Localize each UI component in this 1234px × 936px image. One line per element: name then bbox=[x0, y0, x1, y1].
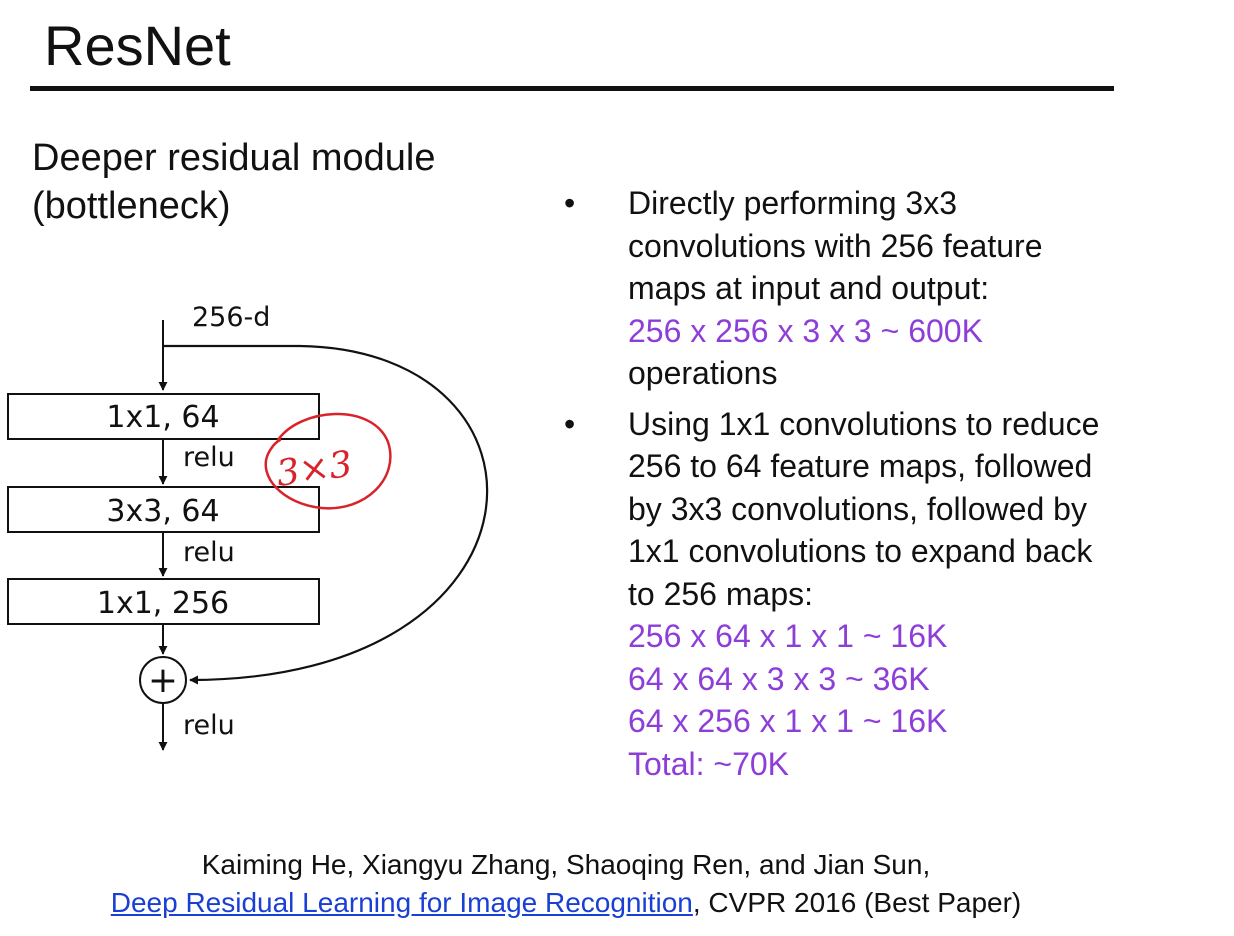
bottleneck-diagram: 256-d 1x1, 64 relu 3x3, 64 relu 1x1, 256… bbox=[7, 302, 488, 751]
bullet-computation-line: 256 x 256 x 3 x 3 ~ 600K bbox=[628, 312, 983, 349]
layer-box-label: 1x1, 256 bbox=[97, 586, 229, 621]
bullet-item: • Directly performing 3x3 convolutions w… bbox=[560, 182, 1200, 395]
bullet-text-line: 256 to 64 feature maps, followed bbox=[628, 448, 1093, 484]
citation: Kaiming He, Xiangyu Zhang, Shaoqing Ren,… bbox=[0, 846, 1132, 922]
layer-box: 3x3, 64 bbox=[7, 486, 320, 533]
bullet-item: • Using 1x1 convolutions to reduce 256 t… bbox=[560, 403, 1200, 786]
title-underline bbox=[30, 86, 1114, 91]
paper-link[interactable]: Deep Residual Learning for Image Recogni… bbox=[110, 887, 693, 918]
bullet-computation-line: Total: ~70K bbox=[628, 745, 789, 782]
handwritten-annotation: 3×3 bbox=[264, 412, 392, 510]
bullet-text-line: Using 1x1 convolutions to reduce bbox=[628, 405, 1100, 442]
skip-connection-arrow bbox=[163, 344, 488, 685]
subtitle-line: Deeper residual module bbox=[32, 137, 436, 179]
annotation-circle bbox=[264, 412, 392, 510]
bullet-text-line: Directly performing 3x3 bbox=[628, 185, 957, 221]
bullet-computation-line: 64 x 64 x 3 x 3 ~ 36K bbox=[628, 660, 930, 697]
layer-box-label: 3x3, 64 bbox=[106, 494, 219, 529]
layer-box: 1x1, 256 bbox=[7, 578, 320, 625]
citation-venue: , CVPR 2016 (Best Paper) bbox=[692, 887, 1022, 918]
relu-label: relu bbox=[183, 537, 235, 568]
annotation-text: 3×3 bbox=[274, 444, 355, 495]
bullet-text-line: maps at input and output: bbox=[628, 270, 990, 306]
bullet-dot-icon: • bbox=[564, 405, 576, 442]
input-dim-label: 256-d bbox=[192, 302, 270, 333]
subtitle-line: (bottleneck) bbox=[32, 185, 231, 227]
bullet-text-line: 1x1 convolutions to expand back bbox=[628, 533, 1093, 569]
layer-box-outline bbox=[7, 578, 320, 625]
layer-box-outline bbox=[7, 486, 320, 533]
relu-label: relu bbox=[183, 710, 235, 741]
bullet-computation-line: 256 x 64 x 1 x 1 ~ 16K bbox=[628, 618, 948, 654]
relu-label: relu bbox=[183, 442, 235, 473]
slide-title: ResNet bbox=[44, 14, 231, 77]
bullet-text-line: by 3x3 convolutions, followed by bbox=[628, 490, 1087, 527]
subtitle: Deeper residual module (bottleneck) bbox=[32, 134, 435, 230]
bullet-text-line: to 256 maps: bbox=[628, 575, 813, 612]
bullet-text-line: operations bbox=[628, 355, 778, 391]
bullet-list: • Directly performing 3x3 convolutions w… bbox=[560, 182, 1200, 785]
bullet-text-line: convolutions with 256 feature bbox=[628, 227, 1043, 264]
citation-paper: Deep Residual Learning for Image Recogni… bbox=[0, 884, 1132, 922]
citation-authors: Kaiming He, Xiangyu Zhang, Shaoqing Ren,… bbox=[201, 849, 931, 880]
bullet-dot-icon: • bbox=[564, 185, 576, 221]
bullet-computation-line: 64 x 256 x 1 x 1 ~ 16K bbox=[628, 703, 948, 739]
layer-box: 1x1, 64 bbox=[7, 393, 320, 440]
layer-box-label: 1x1, 64 bbox=[106, 400, 219, 435]
plus-icon: + bbox=[148, 660, 178, 701]
